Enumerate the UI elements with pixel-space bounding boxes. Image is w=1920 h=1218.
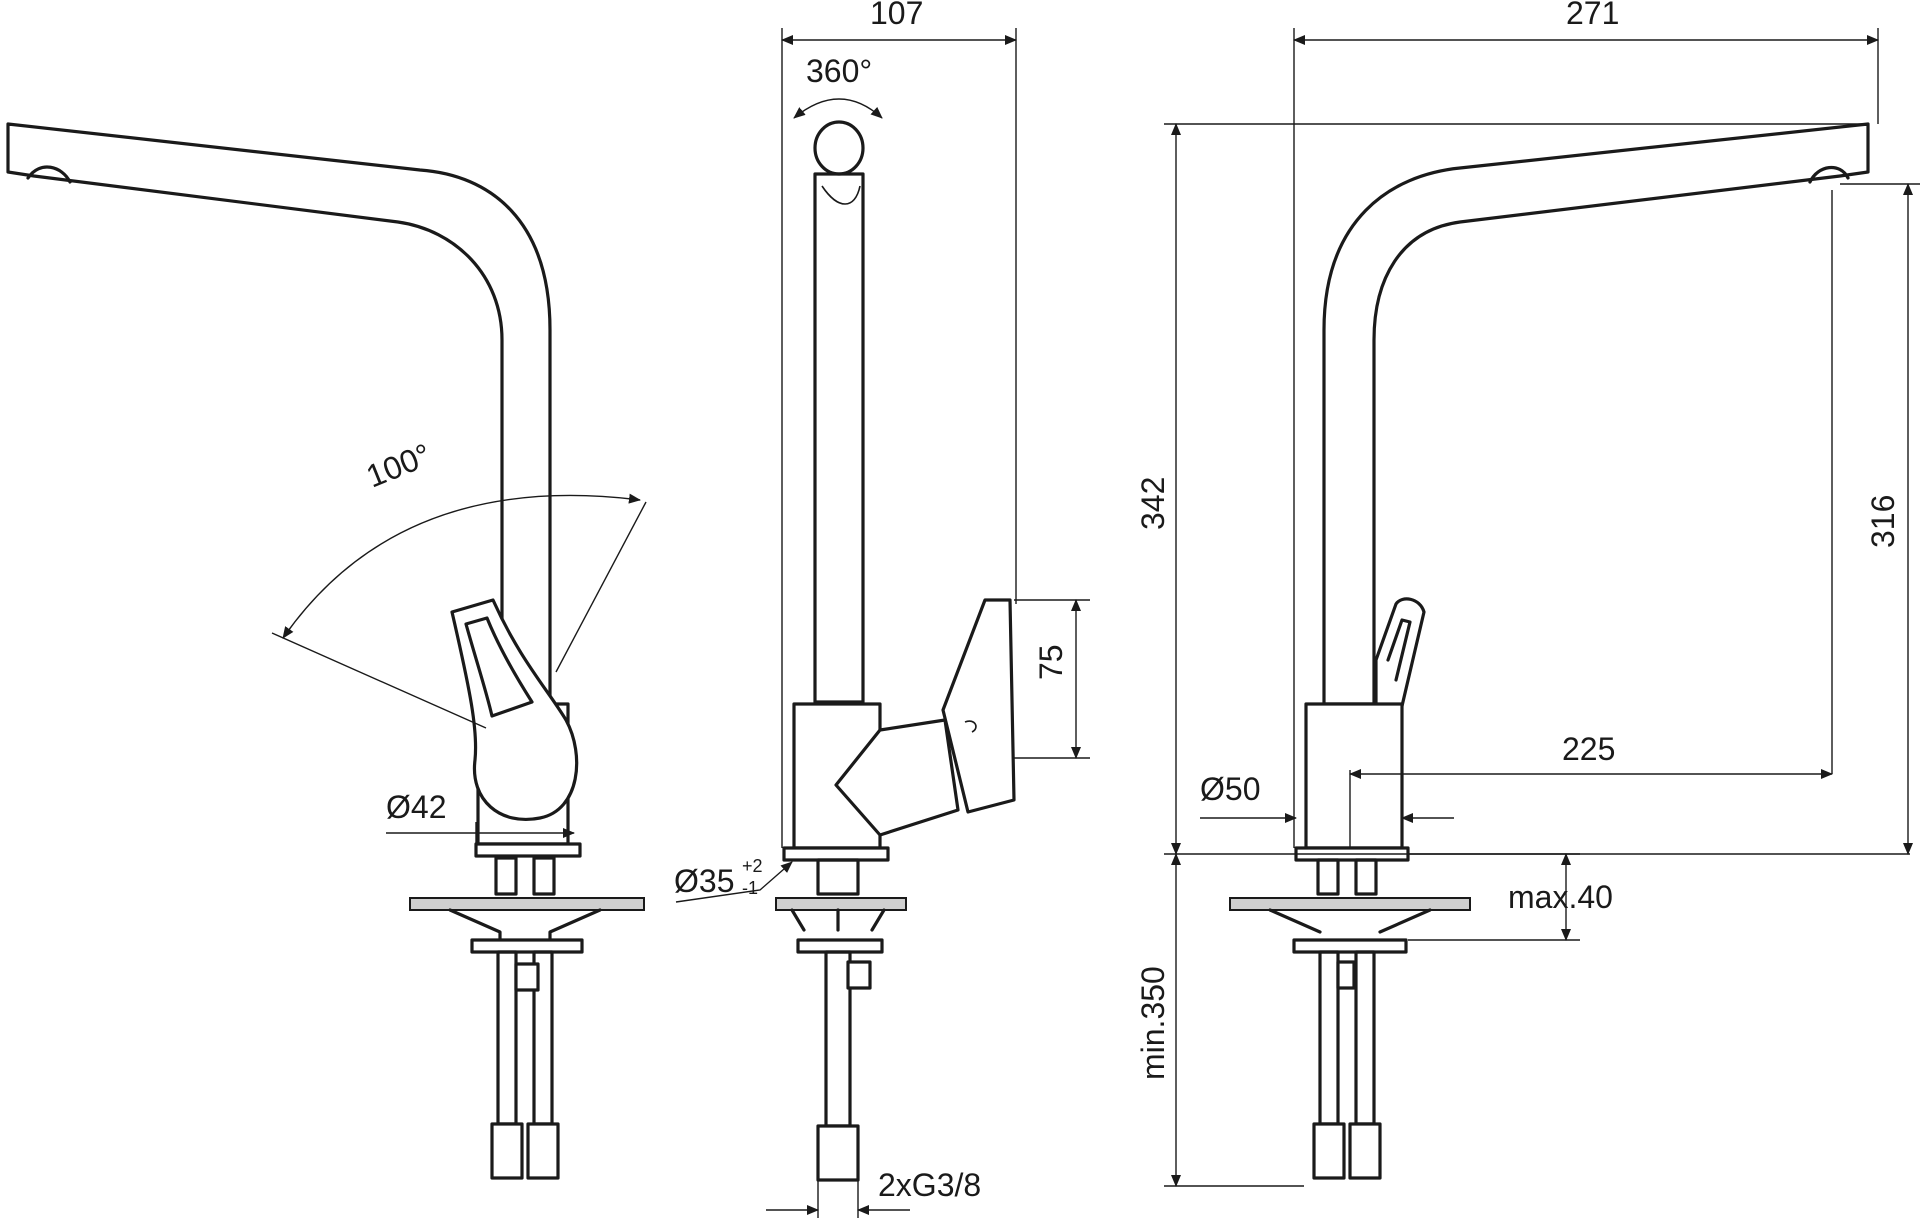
right-clearance-label: min.350 — [1135, 966, 1171, 1080]
left-fitting-a — [490, 1122, 524, 1180]
right-plate-bracket — [1268, 908, 1432, 934]
right-hose-b — [1354, 950, 1376, 1126]
middle-hose-nut — [846, 960, 872, 990]
right-fitting-b — [1348, 1122, 1382, 1180]
left-fitting-b — [526, 1122, 560, 1180]
middle-mounting-plate — [775, 897, 907, 911]
right-spout-height-label: 316 — [1865, 495, 1901, 548]
middle-width-label: 107 — [870, 0, 923, 31]
right-stud-b — [1354, 858, 1378, 896]
middle-hole-leader — [675, 861, 793, 903]
left-lever-slot — [464, 616, 534, 718]
right-lever — [1374, 597, 1426, 708]
left-spout-outlet — [26, 165, 72, 184]
left-clamp — [470, 938, 584, 954]
right-body — [1304, 702, 1404, 850]
left-hose-a — [496, 950, 518, 1126]
left-angle-arc — [282, 493, 641, 639]
left-flange — [474, 842, 582, 858]
middle-rotation-label: 360° — [806, 53, 872, 89]
right-mounting-plate — [1229, 897, 1471, 911]
right-hose-nut — [1336, 960, 1356, 990]
left-diameter-label: Ø42 — [386, 789, 446, 825]
right-stud-a — [1316, 858, 1340, 896]
right-view: 271 342 316 225 Ø50 max.40 min.350 — [1135, 0, 1920, 1187]
right-depth-label: 271 — [1566, 0, 1619, 31]
right-spout-outlet — [1808, 166, 1850, 184]
left-angle-extension-1 — [271, 632, 487, 729]
right-worktop-label: max.40 — [1508, 879, 1613, 915]
middle-stud — [816, 858, 860, 896]
middle-hole-tol-minus: -1 — [742, 878, 758, 898]
left-hose-nut — [514, 962, 540, 992]
middle-hole-label: Ø35 — [674, 863, 734, 899]
right-height-label: 342 — [1135, 477, 1171, 530]
right-hose-a — [1318, 950, 1340, 1126]
middle-flange — [782, 846, 890, 862]
right-fitting-a — [1312, 1122, 1346, 1180]
middle-clamp — [796, 938, 884, 954]
left-view: 100° Ø42 — [6, 122, 647, 1180]
middle-spout-column — [813, 172, 865, 704]
middle-plate-bracket — [790, 908, 886, 932]
left-angle-extension-2 — [555, 501, 647, 673]
middle-view: 107 360° 75 Ø35 +2 -1 2xG3/8 — [674, 0, 1090, 1218]
middle-fitting — [816, 1124, 860, 1182]
right-lever-slot — [1386, 618, 1412, 682]
middle-spout-cap — [813, 120, 865, 176]
middle-spout-cap-detail — [816, 173, 862, 205]
middle-rotation-arc — [793, 98, 883, 119]
middle-lever-screw — [964, 720, 977, 733]
left-stud-b — [532, 856, 556, 896]
right-reach-label: 225 — [1562, 731, 1615, 767]
middle-hole-tol-plus: +2 — [742, 856, 763, 876]
right-base-diameter-label: Ø50 — [1200, 771, 1260, 807]
middle-lever-height-label: 75 — [1033, 644, 1069, 680]
middle-lever-paddle — [941, 598, 1016, 814]
left-stud-a — [494, 856, 518, 896]
left-angle-label: 100° — [361, 436, 436, 494]
left-mounting-plate — [409, 897, 645, 911]
right-clamp — [1292, 938, 1408, 954]
middle-lever-arm — [834, 718, 960, 837]
middle-thread-label: 2xG3/8 — [878, 1167, 981, 1203]
